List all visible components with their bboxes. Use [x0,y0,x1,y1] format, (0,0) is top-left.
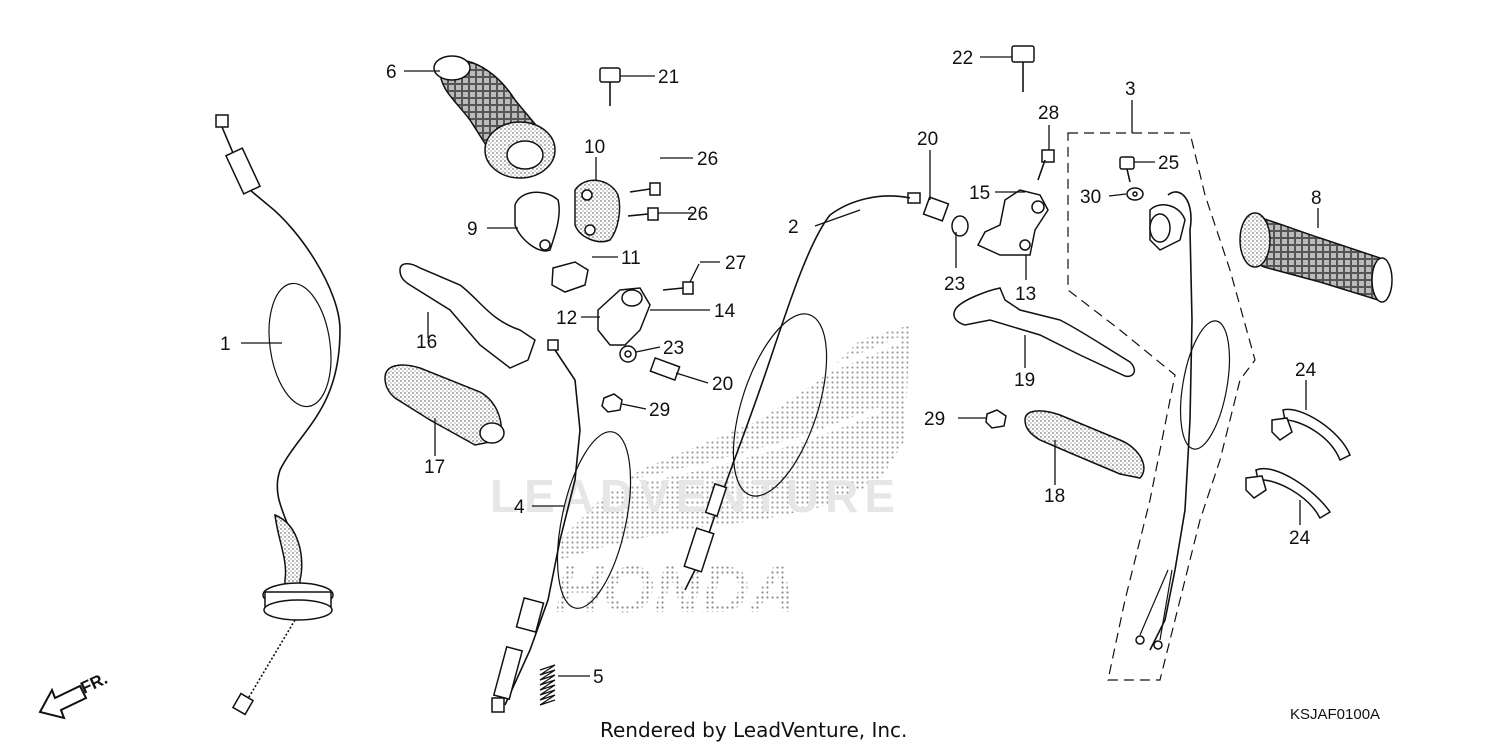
callout-6: 6 [386,62,397,83]
screw-27 [662,281,694,295]
callout-15: 15 [969,183,990,204]
honda-wing-watermark [518,325,910,560]
lever-holder-right [976,189,1049,256]
throttle-housing-lower [574,179,621,243]
lever-16 [399,263,536,369]
spring-5 [539,664,556,706]
grip-8 [1239,212,1393,303]
throttle-grip [433,55,556,179]
callout-24-upper: 24 [1295,360,1317,381]
screw-26-upper [629,182,661,196]
adjuster-20-right [922,196,950,222]
cable-2 [683,192,921,591]
callout-8: 8 [1311,188,1322,209]
callout-24-lower: 24 [1289,528,1311,549]
callout-29-right: 29 [924,409,945,430]
throttle-cable [215,114,341,716]
diagram-code: KSJAF0100A [1290,706,1380,723]
washer-30 [1126,187,1144,201]
callout-22: 22 [952,48,973,69]
lever-holder [597,287,651,346]
callout-13: 13 [1015,284,1036,305]
callout-23-left: 23 [663,338,684,359]
callout-5: 5 [593,667,604,688]
callout-11: 11 [621,248,641,269]
lever-19 [953,287,1136,378]
callout-14: 14 [714,301,736,322]
callout-27: 27 [725,253,746,274]
callout-2: 2 [788,217,799,238]
callout-17: 17 [424,457,445,478]
callout-3: 3 [1125,79,1136,100]
callout-25: 25 [1158,153,1179,174]
adjuster-20-left [649,357,681,381]
callout-10: 10 [584,137,605,158]
callout-9: 9 [467,219,478,240]
switch-assembly-3 [1067,132,1256,681]
band-24-upper [1271,408,1351,462]
callout-23-right: 23 [944,274,965,295]
callout-29-left: 29 [649,400,670,421]
nut-29-right [985,409,1007,429]
bolt-28 [1037,149,1055,181]
callout-4: 4 [514,497,525,518]
nut-23-right [951,215,969,237]
watermark-text: LEADVENTURE [490,470,901,522]
callout-20-right: 20 [917,129,938,150]
screw-25 [1119,156,1135,183]
nut-23-left [619,345,637,363]
callout-30: 30 [1080,187,1101,208]
callout-26-upper: 26 [697,149,718,170]
honda-logo-watermark: HONDA [555,552,797,626]
bolt-21 [599,67,621,106]
callout-26-lower: 26 [687,204,708,225]
callout-20-left: 20 [712,374,733,395]
callout-1: 1 [220,334,231,355]
leader-lines [241,56,1319,677]
callout-12: 12 [556,308,577,329]
screw-26-lower [627,207,659,221]
callout-21: 21 [658,67,679,88]
callout-19: 19 [1014,370,1035,391]
callout-18: 18 [1044,486,1065,507]
holder-11 [551,261,589,293]
callout-16: 16 [416,332,437,353]
bolt-22 [1011,45,1035,92]
footer-credit: Rendered by LeadVenture, Inc. [600,718,907,742]
lever-guard-18 [1024,410,1145,479]
throttle-housing-upper [514,191,560,252]
band-24-lower [1245,467,1332,520]
clutch-cable [491,339,632,713]
callout-28: 28 [1038,103,1059,124]
nut-29-left [601,393,623,413]
front-direction-arrow: FR. [38,669,111,720]
lever-guard-17 [384,364,505,446]
